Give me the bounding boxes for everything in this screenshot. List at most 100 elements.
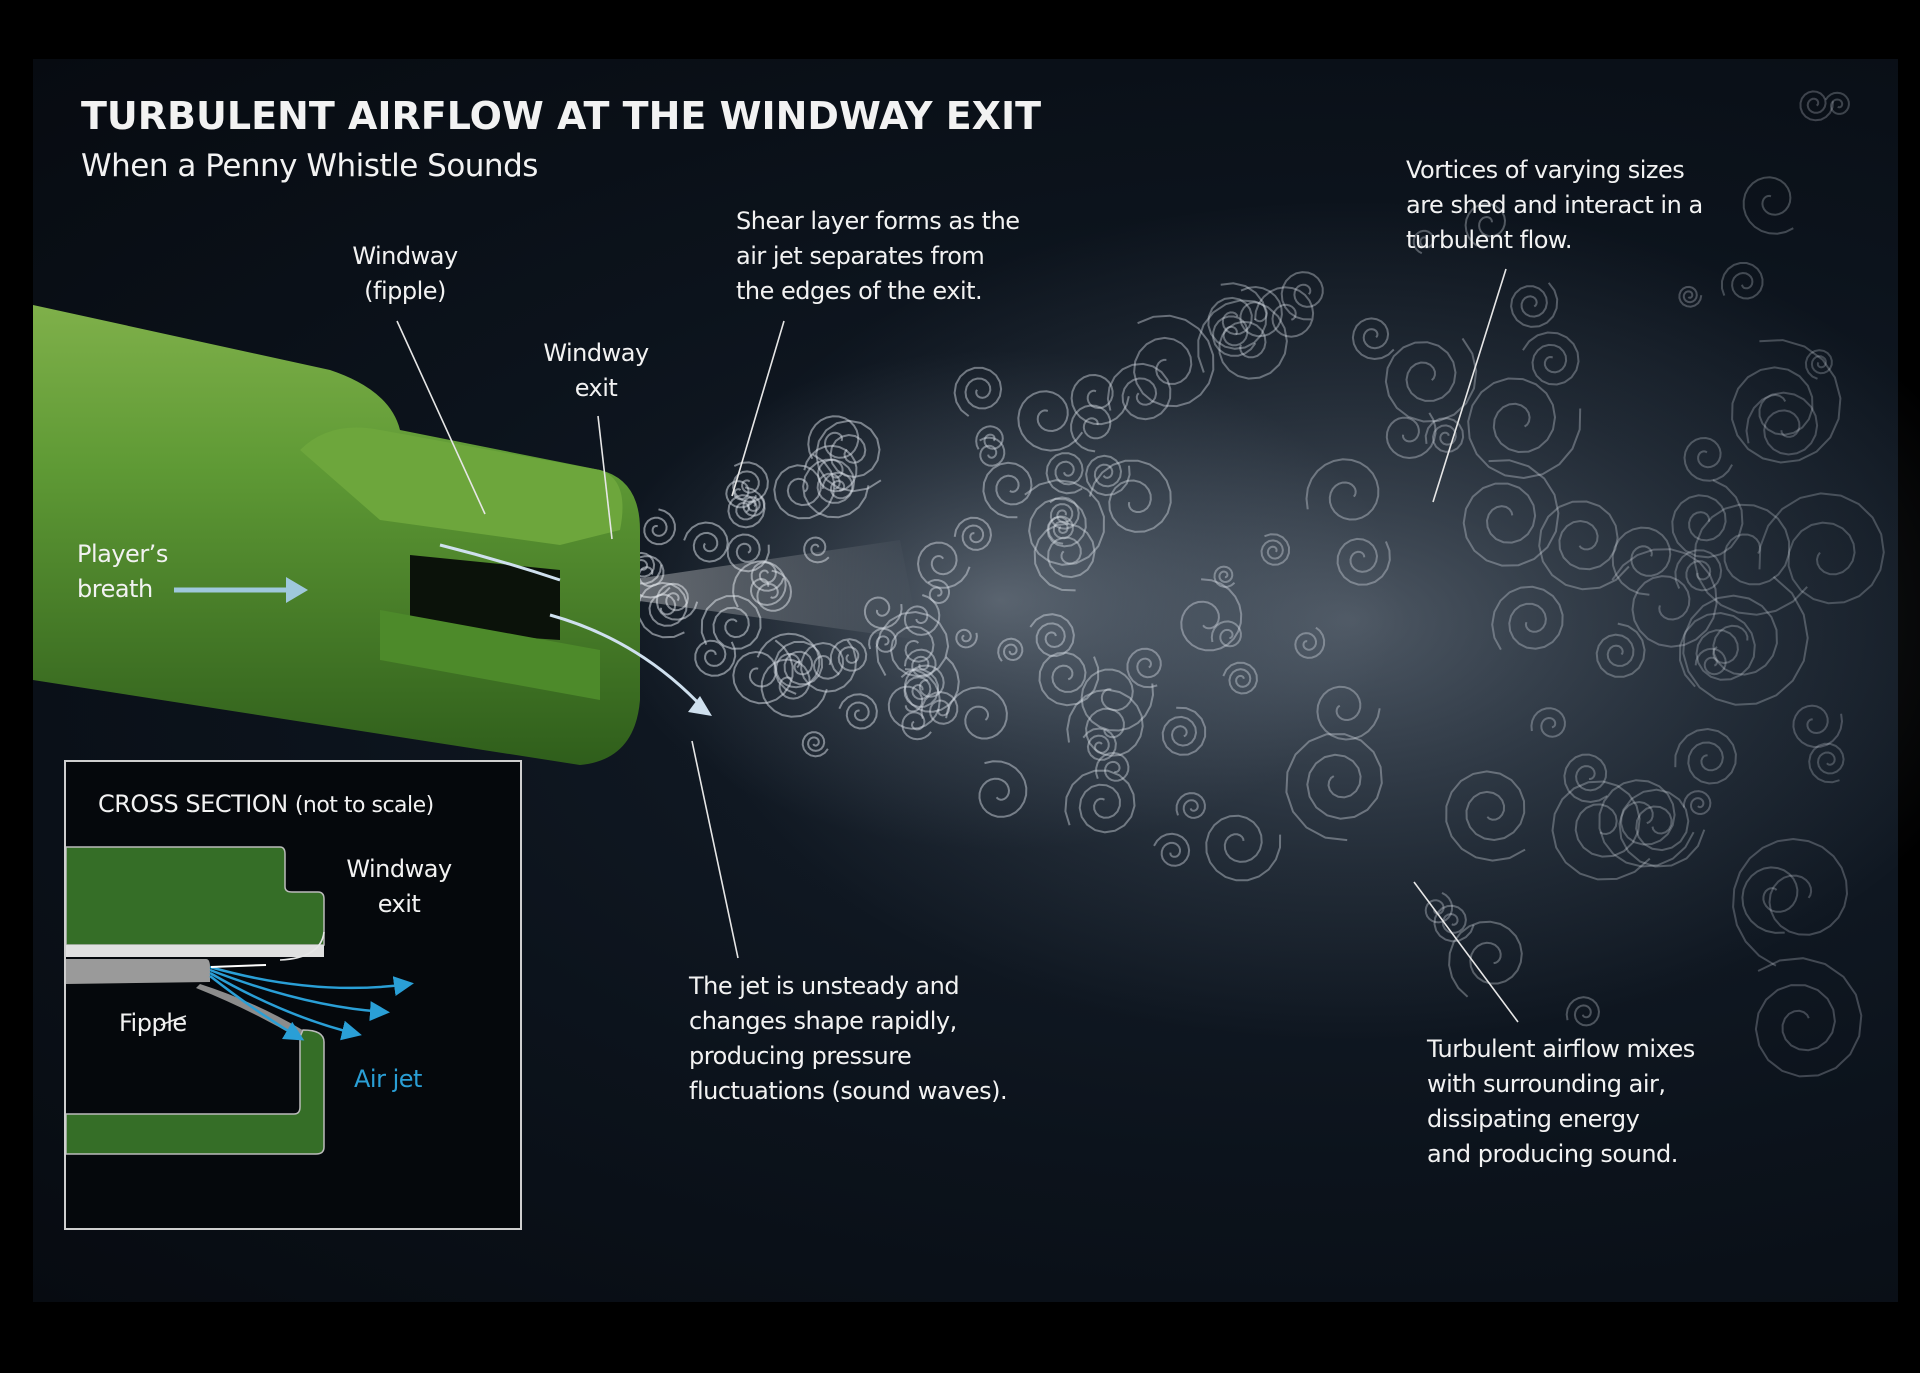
vortex-swirl: [1210, 620, 1242, 648]
vortex-swirl: [927, 578, 950, 605]
vortex-swirl: [756, 632, 821, 689]
vortex-swirl: [1161, 706, 1207, 756]
vortex-swirl: [1464, 202, 1507, 247]
vortex-swirl: [997, 637, 1024, 662]
cross-section-inset: CROSS SECTION (not to scale) Windway exi…: [64, 760, 522, 1230]
vortex-swirl: [1433, 904, 1475, 943]
vortex-swirl: [978, 760, 1028, 818]
vortex-swirl: [1682, 576, 1809, 706]
vortex-swirl: [953, 516, 993, 551]
label-line: Windway: [352, 242, 458, 270]
vortex-swirl: [1611, 548, 1718, 648]
vortex-swirl: [694, 639, 737, 677]
vortex-swirl: [1017, 390, 1084, 452]
vortex-swirl: [1741, 866, 1799, 934]
vortex-swirl: [1678, 285, 1703, 308]
vortex-swirl: [1088, 459, 1172, 533]
vortex-swirl: [1305, 458, 1380, 521]
vortex-swirl: [1462, 459, 1560, 567]
vortex-swirl: [1222, 661, 1258, 695]
vortex-swirl: [1510, 282, 1559, 328]
vortex-swirl: [1351, 317, 1395, 361]
vortex-swirl: [1445, 770, 1526, 862]
smoke-cloud: [560, 90, 1920, 1078]
cross-section-title: CROSS SECTION (not to scale): [98, 790, 434, 818]
vortex-swirl: [1694, 647, 1727, 676]
label-line: (fipple): [364, 277, 446, 305]
vortex-swirl: [1799, 90, 1834, 122]
vortex-swirl: [1064, 769, 1136, 834]
vortex-swirl: [1522, 331, 1580, 386]
vortex-swirl: [1213, 565, 1236, 588]
vortex-swirl: [1448, 920, 1523, 998]
label-line: turbulent flow.: [1406, 226, 1572, 254]
players-breath-arrow: [174, 577, 308, 603]
label-line: and producing sound.: [1427, 1140, 1678, 1168]
vortex-swirl: [1180, 578, 1243, 652]
vortex-swirl: [1106, 362, 1172, 421]
vortex-swirl: [1563, 753, 1608, 804]
vortex-swirl: [1080, 668, 1155, 732]
fipple-leader: [160, 1015, 187, 1026]
vortex-swirl: [1683, 790, 1712, 816]
vortex-swirl: [1385, 412, 1437, 460]
vortex-swirl: [1133, 314, 1215, 408]
vortex-swirl: [1551, 780, 1651, 881]
vortex-swirl: [1047, 515, 1074, 545]
vortex-swirl: [1294, 626, 1326, 659]
vortex-swirl: [1754, 957, 1863, 1078]
bottom-block: [66, 1029, 325, 1155]
vortex-swirl: [1095, 751, 1130, 782]
vortex-swirl: [1530, 707, 1566, 738]
vortex-swirl: [1212, 315, 1257, 357]
label-line: exit: [574, 374, 618, 402]
vortex-swirl: [903, 656, 960, 713]
label-turbulent-mixing: Turbulent airflow mixes with surrounding…: [1427, 1032, 1695, 1172]
vortex-swirl: [1825, 91, 1850, 115]
cross-section-drawing: [66, 846, 414, 1155]
vortex-swirl: [887, 668, 941, 730]
vortex-swirl: [1565, 996, 1601, 1027]
vortex-swirl: [1336, 537, 1391, 586]
label-jet-unsteady: The jet is unsteady and changes shape ra…: [689, 969, 1008, 1109]
air-jet-arrows: [209, 965, 414, 1041]
vortex-swirl: [901, 711, 932, 741]
vortex-swirl: [1038, 651, 1100, 707]
label-windway-fipple: Windway (fipple): [345, 239, 465, 309]
vortex-swirl: [900, 668, 939, 708]
label-line: breath: [77, 575, 153, 603]
vortex-swirl: [920, 691, 959, 725]
vortex-swirl: [1197, 299, 1288, 380]
vortex-swirl: [1758, 492, 1885, 605]
vortex-swirl: [773, 640, 824, 695]
vortex-swirl: [1693, 503, 1808, 616]
windway-roof: [66, 945, 324, 957]
windway-opening: [410, 555, 560, 640]
label-shear-layer: Shear layer forms as the air jet separat…: [736, 204, 1020, 309]
label-players-breath: Player’s breath: [77, 537, 168, 607]
page-title: TURBULENT AIRFLOW AT THE WINDWAY EXIT: [81, 94, 1042, 138]
vortex-swirl: [1745, 391, 1819, 456]
label-line: producing pressure: [689, 1042, 912, 1070]
vortex-swirl: [1595, 622, 1646, 678]
vortex-swirl: [732, 639, 794, 705]
vortex-swirl: [801, 731, 829, 758]
vortex-swirl: [1260, 533, 1291, 566]
fipple-bar: [66, 959, 210, 984]
vortex-swirl: [802, 458, 870, 519]
vortex-swirl: [829, 638, 868, 676]
label-line: fluctuations (sound waves).: [689, 1077, 1008, 1105]
vortex-swirl: [1742, 176, 1794, 235]
label-line: Vortices of varying sizes: [1406, 156, 1685, 184]
vortex-swirl: [979, 436, 1006, 467]
vortex-swirl: [903, 648, 937, 678]
label-windway-exit: Windway exit: [536, 336, 656, 406]
vortex-swirl: [815, 419, 882, 493]
vortex-swirl: [1732, 837, 1849, 967]
vortex-swirl: [1412, 229, 1435, 255]
flow-arrow: [549, 613, 707, 712]
label-line: exit: [377, 890, 421, 918]
label-line: Windway: [543, 339, 649, 367]
page-subtitle: When a Penny Whistle Sounds: [81, 148, 538, 184]
label-line: air jet separates from: [736, 242, 985, 270]
